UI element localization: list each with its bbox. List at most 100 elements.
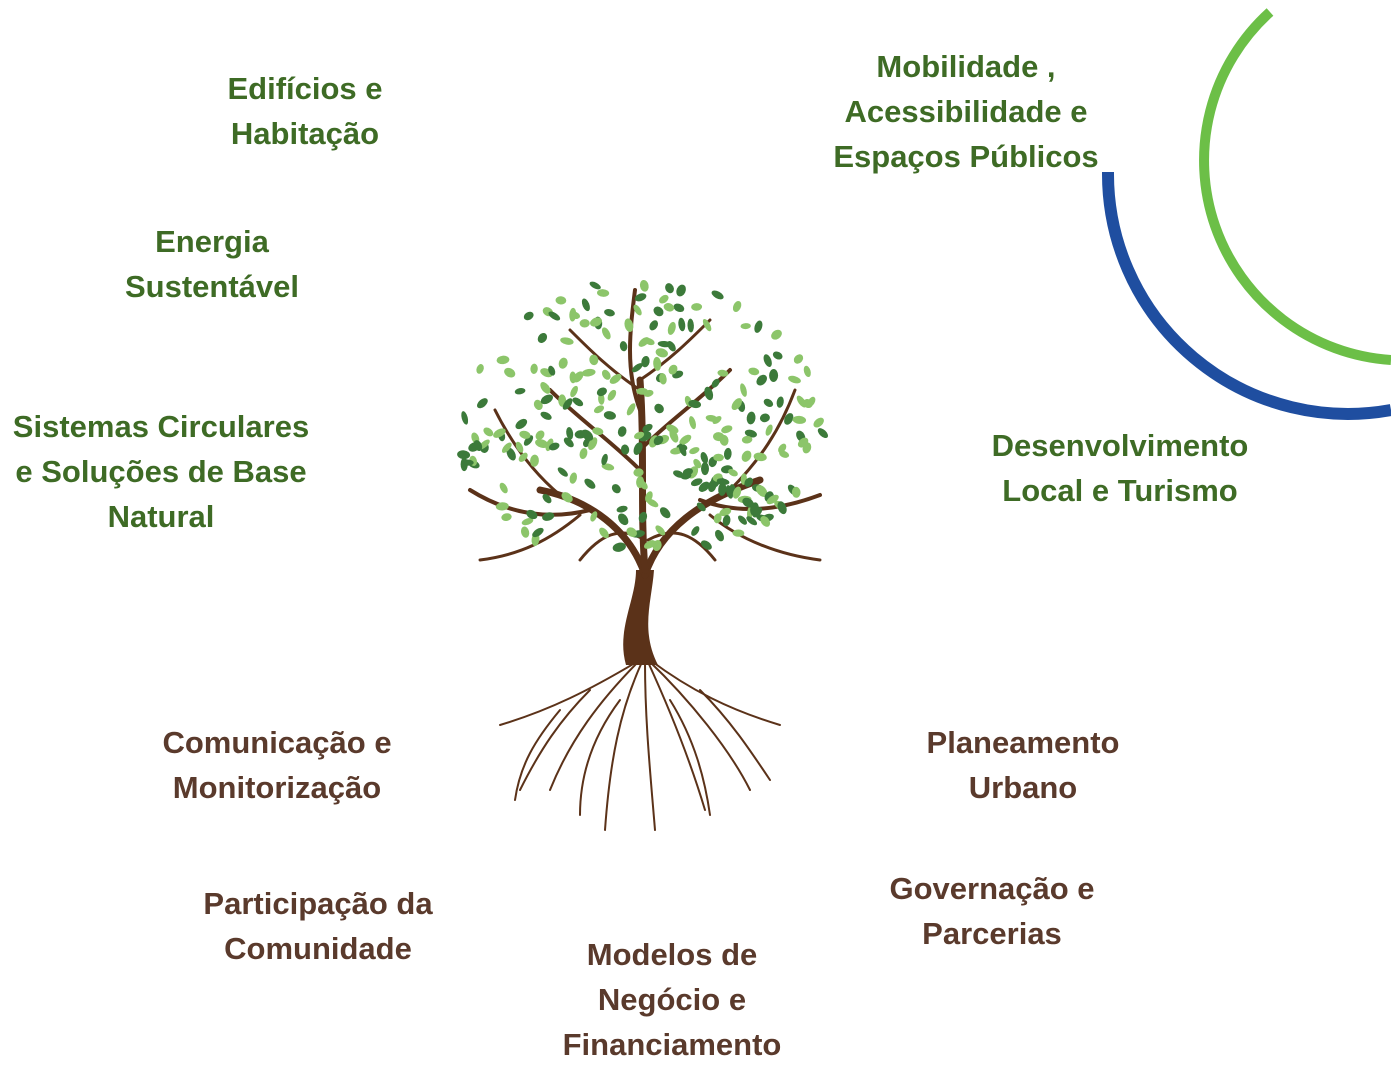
tree-leaf [633,304,642,316]
topic-line: Habitação [230,116,380,151]
tree-leaf [644,540,656,549]
tree-leaf [581,368,596,377]
tree-leaf [618,513,629,526]
tree-leaf [778,443,787,454]
tree-leaf [589,281,601,290]
tree-leaf [506,447,516,461]
tree-leaf [593,405,605,414]
tree-leaf [639,279,649,292]
tree-leaf [514,387,526,395]
tree-leaf [457,450,471,460]
tree-leaf [723,447,732,460]
tree-leaf [569,472,578,484]
tree-leaf [793,354,804,364]
tree-leaf [589,354,599,366]
tree-branch [708,513,822,562]
tree-leaf [769,369,779,382]
tree-leaf [803,398,813,409]
tree-leaf [501,442,512,453]
tree-leaf [520,526,530,538]
tree-root [604,661,643,831]
tree-leaf [763,398,774,408]
topic-line: Comunidade [224,931,412,966]
tree-root [647,661,706,811]
topic-participacao-comunidade: Participação da Comunidade [203,881,432,971]
topic-line: Financiamento [562,1027,782,1062]
blue-arc [1101,171,1391,420]
tree-leaf [792,415,807,424]
tree-leaf [519,430,531,439]
tree-leaf [461,411,469,425]
tree-leaf [620,444,630,455]
tree-leaf [607,389,617,401]
tree-leaf [601,369,611,380]
tree-root [549,659,641,791]
tree-leaf [643,389,654,397]
tree-leaf [732,300,742,313]
topic-line: Monitorização [172,770,382,805]
tree-leaf [560,337,574,345]
tree-root [499,659,641,726]
tree-leaf [704,386,714,401]
tree-branch [641,476,764,579]
tree-leaf [791,486,801,498]
tree-leaf [666,424,679,434]
tree-leaf [676,284,686,297]
tree-leaf [601,327,611,340]
tree-leaf [721,425,733,434]
tree-leaf [572,371,584,383]
tree-root [699,689,771,781]
tree-leaf [530,363,538,374]
tree-leaf [542,493,552,504]
tree-leaf [784,413,794,425]
topic-governacao-parcerias: Governação e Parcerias [889,866,1094,956]
tree-leaf [659,373,667,385]
tree-leaf [682,468,693,476]
tree-leaf [698,481,710,492]
tree-leaf [570,385,578,398]
tree-leaf [636,476,645,489]
tree-leaf [753,452,767,462]
tree-leaf [540,382,551,394]
topic-modelos-negocio: Modelos de Negócio e Financiamento [563,932,782,1067]
topic-line: Sistemas Circulares [12,409,310,444]
tree-leaf [515,418,528,430]
tree-leaf [702,318,712,332]
tree-leaf [657,340,672,348]
topic-line: Planeamento [926,725,1120,760]
tree-leaf [499,482,508,494]
tree-leaf [732,529,745,537]
tree-leaf [596,387,607,397]
tree-leaf [700,451,709,464]
tree-branch [728,388,797,492]
tree-leaf [526,509,538,520]
tree-leaf [719,507,732,517]
tree-leaf [603,411,616,420]
tree-leaf [626,527,637,538]
tree-leaf [581,298,590,312]
tree-leaf [687,318,694,333]
tree-branch [638,318,712,382]
tree-leaf [746,516,758,526]
tree-leaf [654,403,664,414]
tree-leaf [476,364,484,374]
tree-leaf [616,505,628,513]
tree-leaf [740,383,747,397]
tree-leaf [748,367,760,376]
tree-leaf [738,515,747,525]
tree-leaf [711,290,724,300]
tree-leaf [633,442,643,455]
tree-leaf [719,434,729,446]
tree-leaf [655,525,666,536]
tree-leaf [722,514,731,527]
tree-leaf [673,303,685,313]
tree-leaf [518,452,528,462]
topic-line: Acessibilidade e [844,94,1088,129]
tree-leaf [535,430,545,440]
tree-leaf [690,478,703,487]
tree-leaf [659,507,671,519]
tree-branch [646,531,717,562]
tree-leaf [537,333,548,343]
tree-leaf [653,306,664,317]
topic-energia-sustentavel: Energia Sustentável [125,219,299,309]
